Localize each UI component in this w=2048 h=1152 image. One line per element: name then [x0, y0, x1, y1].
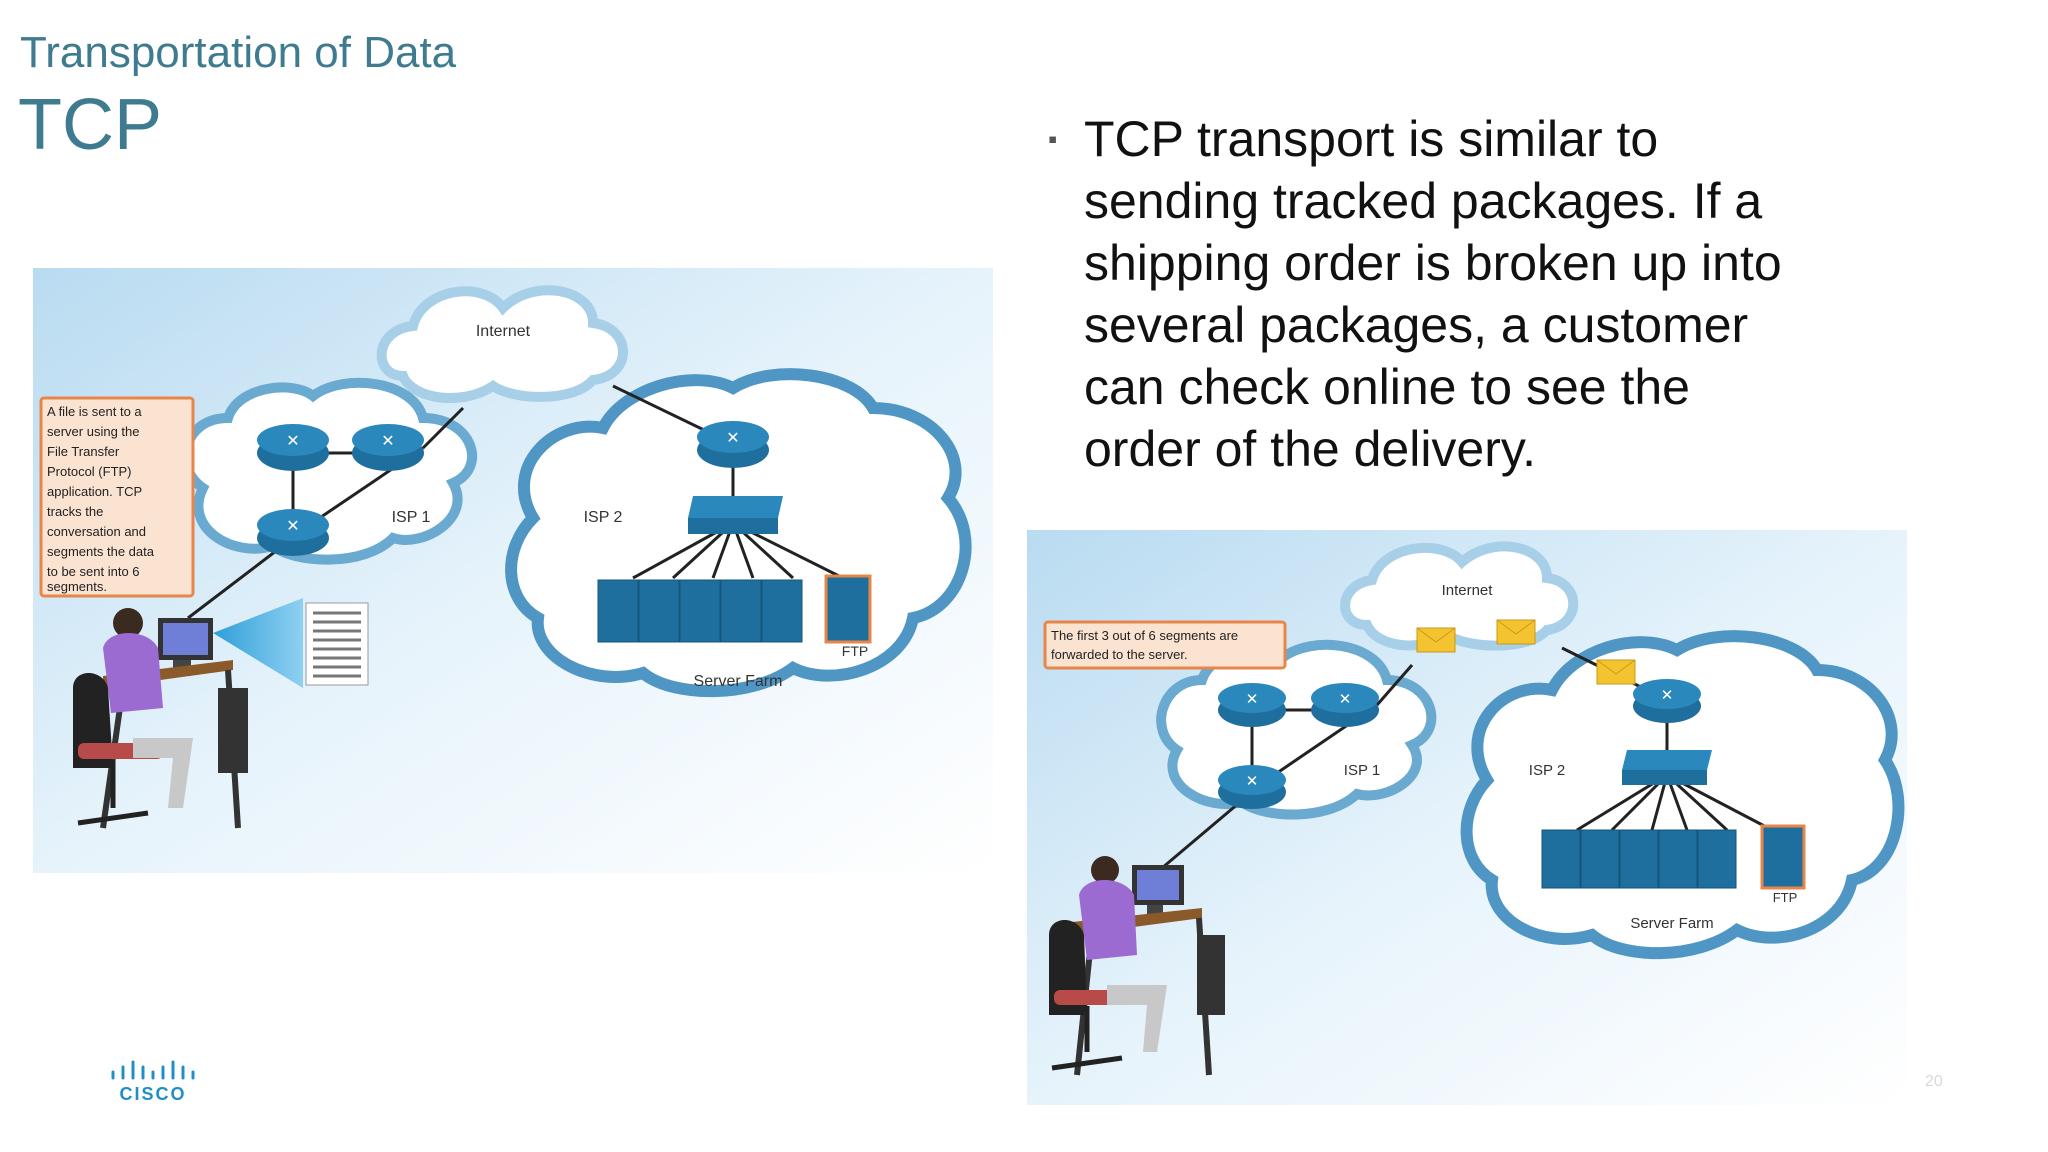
svg-text:CISCO: CISCO	[119, 1084, 186, 1104]
slide-title: TCP	[18, 85, 162, 165]
svg-text:The first 3 out of 6 segments: The first 3 out of 6 segments are forwar…	[1051, 628, 1242, 662]
svg-text:✕: ✕	[381, 433, 394, 450]
user-at-workstation-icon	[1049, 856, 1225, 1076]
isp2-label: ISP 2	[1529, 762, 1565, 779]
server-farm	[1541, 824, 1806, 890]
cisco-logo: CISCO	[111, 1060, 195, 1104]
router-icon: ✕	[1633, 679, 1701, 723]
network-diagram-segments-forwarded: Internet ISP 1 ISP 2 Server Farm FTP ✕ ✕…	[1027, 530, 1907, 1105]
svg-text:✕: ✕	[1661, 687, 1674, 704]
callout-box: A file is sent to a server using the Fil…	[39, 396, 195, 598]
internet-label: Internet	[476, 323, 531, 340]
router-icon: ✕	[1218, 683, 1286, 727]
callout-box: The first 3 out of 6 segments are forwar…	[1043, 620, 1287, 670]
svg-text:✕: ✕	[1339, 691, 1352, 708]
server-farm	[597, 574, 872, 644]
ftp-server-icon	[1760, 824, 1806, 890]
packet-icon	[1496, 619, 1536, 645]
bullet-square-icon: ▪	[1048, 124, 1058, 154]
network-diagram-file-sent: Internet ISP 1 ISP 2 Server Farm FTP ✕ ✕…	[33, 268, 993, 873]
ftp-label: FTP	[842, 643, 868, 659]
router-icon: ✕	[1218, 765, 1286, 809]
ftp-server-icon	[824, 574, 872, 644]
svg-text:✕: ✕	[286, 518, 299, 535]
page-number: 20	[1925, 1073, 1943, 1090]
svg-text:✕: ✕	[1246, 773, 1259, 790]
svg-text:A file is sent to a serv: A file is sent to a server using the Fil…	[47, 404, 158, 594]
isp2-label: ISP 2	[584, 509, 623, 526]
router-icon: ✕	[257, 509, 329, 556]
internet-label: Internet	[1442, 582, 1494, 599]
packet-icon	[1416, 627, 1456, 653]
svg-text:✕: ✕	[286, 433, 299, 450]
svg-text:✕: ✕	[726, 430, 739, 447]
document-icon	[305, 602, 369, 686]
bullet-text: TCP transport is similar to sending trac…	[1084, 111, 1782, 477]
isp1-label: ISP 1	[1344, 762, 1380, 779]
isp1-label: ISP 1	[392, 509, 431, 526]
internet-cloud: Internet	[376, 285, 628, 403]
server-farm-label: Server Farm	[694, 673, 783, 690]
router-icon: ✕	[1311, 683, 1379, 727]
svg-text:✕: ✕	[1246, 691, 1259, 708]
bullet-point: ▪ TCP transport is similar to sending tr…	[1048, 108, 1808, 480]
server-farm-label: Server Farm	[1630, 915, 1713, 932]
router-icon: ✕	[697, 421, 769, 468]
packet-icon	[1596, 659, 1636, 685]
data-beam	[213, 598, 303, 688]
ftp-label: FTP	[1773, 890, 1798, 905]
router-icon: ✕	[352, 424, 424, 471]
slide-supertitle: Transportation of Data	[20, 28, 457, 77]
internet-cloud: Internet	[1340, 541, 1579, 651]
router-icon: ✕	[257, 424, 329, 471]
user-at-workstation-icon	[73, 608, 248, 829]
switch-icon	[688, 496, 783, 534]
switch-icon	[1622, 750, 1712, 785]
